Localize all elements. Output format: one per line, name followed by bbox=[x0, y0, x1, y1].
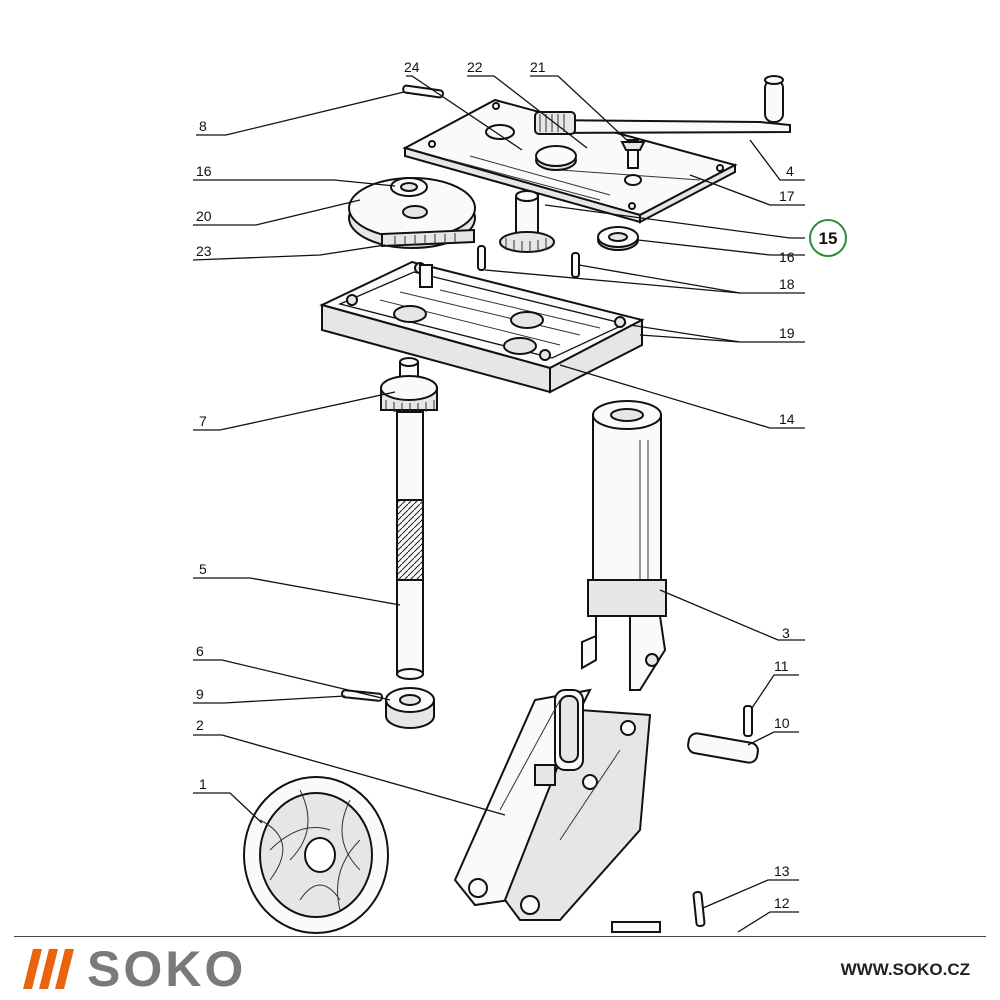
fork-bracket bbox=[453, 688, 652, 921]
label-3: 3 bbox=[782, 625, 790, 641]
washer-16 bbox=[597, 226, 639, 251]
pin-10 bbox=[687, 732, 759, 764]
label-17: 17 bbox=[779, 188, 795, 204]
label-2: 2 bbox=[196, 717, 204, 733]
bolt-11 bbox=[743, 705, 753, 737]
label-23: 23 bbox=[196, 243, 212, 259]
wheel bbox=[243, 776, 389, 934]
label-24: 24 bbox=[404, 59, 420, 75]
label-9: 9 bbox=[196, 686, 204, 702]
label-22: 22 bbox=[467, 59, 483, 75]
label-5: 5 bbox=[199, 561, 207, 577]
pin-8 bbox=[402, 84, 444, 99]
soko-logo: SOKO bbox=[23, 941, 247, 997]
pin-12 bbox=[611, 921, 661, 933]
housing-box bbox=[319, 260, 645, 394]
pin-18-left bbox=[477, 245, 486, 271]
pin-18-right bbox=[571, 252, 580, 278]
pinion-shaft bbox=[499, 190, 555, 253]
spindle bbox=[380, 357, 438, 680]
label-10: 10 bbox=[774, 715, 790, 731]
footer-divider bbox=[14, 936, 986, 937]
top-plate bbox=[402, 98, 738, 224]
label-7: 7 bbox=[199, 413, 207, 429]
pin-9 bbox=[341, 689, 384, 702]
bolt-13 bbox=[692, 890, 706, 928]
logo-brand-text: SOKO bbox=[87, 941, 247, 997]
label-16-left: 16 bbox=[196, 163, 212, 179]
label-8: 8 bbox=[199, 118, 207, 134]
label-4: 4 bbox=[786, 163, 794, 179]
nut-6 bbox=[385, 687, 435, 729]
label-11: 11 bbox=[774, 658, 789, 674]
label-15: 15 bbox=[819, 229, 838, 248]
outer-tube bbox=[581, 400, 667, 691]
label-20: 20 bbox=[196, 208, 212, 224]
label-19: 19 bbox=[779, 325, 795, 341]
website-link[interactable]: WWW.SOKO.CZ bbox=[840, 960, 970, 979]
highlight-callout-15: 15 bbox=[809, 219, 847, 257]
leader-lines bbox=[192, 75, 805, 933]
label-1: 1 bbox=[199, 776, 207, 792]
label-21: 21 bbox=[530, 59, 546, 75]
bevel-gear bbox=[348, 177, 476, 249]
label-12: 12 bbox=[774, 895, 790, 911]
logo-bars-icon bbox=[23, 949, 74, 989]
part-labels: 24 22 21 8 16 20 23 4 17 16 18 19 14 7 5… bbox=[196, 59, 795, 911]
label-16-right: 16 bbox=[779, 249, 795, 265]
label-13: 13 bbox=[774, 863, 790, 879]
label-18: 18 bbox=[779, 276, 795, 292]
label-6: 6 bbox=[196, 643, 204, 659]
label-14: 14 bbox=[779, 411, 795, 427]
